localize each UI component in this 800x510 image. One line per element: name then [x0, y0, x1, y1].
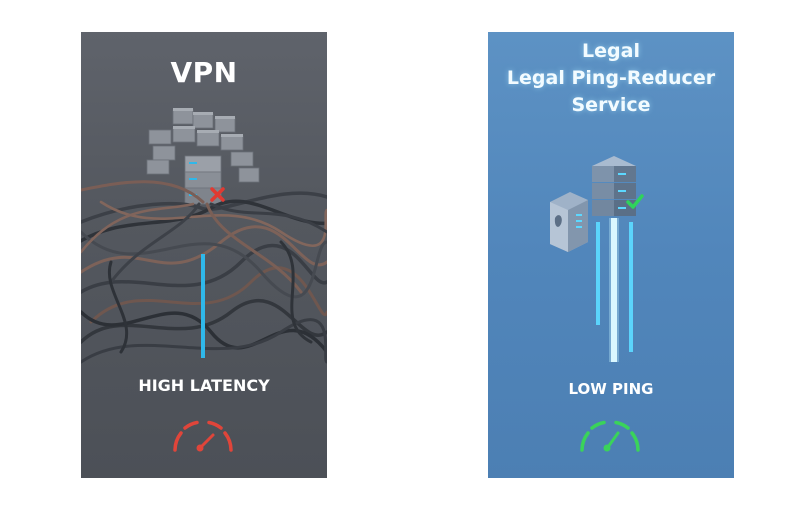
service-title: Legal Legal Ping-Reducer Service	[488, 38, 734, 119]
vpn-title: VPN	[170, 56, 238, 89]
service-title-line-3: Service	[571, 94, 651, 116]
tangled-cables-scene	[81, 108, 327, 364]
red-x-icon	[210, 187, 225, 202]
ping-reducer-panel: Legal Legal Ping-Reducer Service LOW PIN…	[488, 32, 734, 478]
high-latency-label: HIGH LATENCY	[138, 376, 270, 395]
vpn-panel: VPN HIGH LATENCY	[81, 32, 327, 478]
speedometer-icon	[173, 420, 233, 452]
service-title-line-1: Legal	[582, 40, 640, 62]
server-stack-icon	[592, 156, 636, 216]
tangled-cables	[81, 180, 327, 364]
signal-beams	[596, 218, 633, 362]
speedometer-icon	[580, 420, 640, 452]
low-ping-label: LOW PING	[568, 380, 654, 398]
clean-connection-scene	[550, 156, 644, 362]
service-title-line-2: Legal Ping-Reducer	[506, 67, 716, 89]
server-cluster-icon	[146, 108, 260, 205]
pc-tower-icon	[550, 192, 588, 252]
green-check-icon	[626, 194, 644, 209]
latency-line	[201, 254, 205, 358]
